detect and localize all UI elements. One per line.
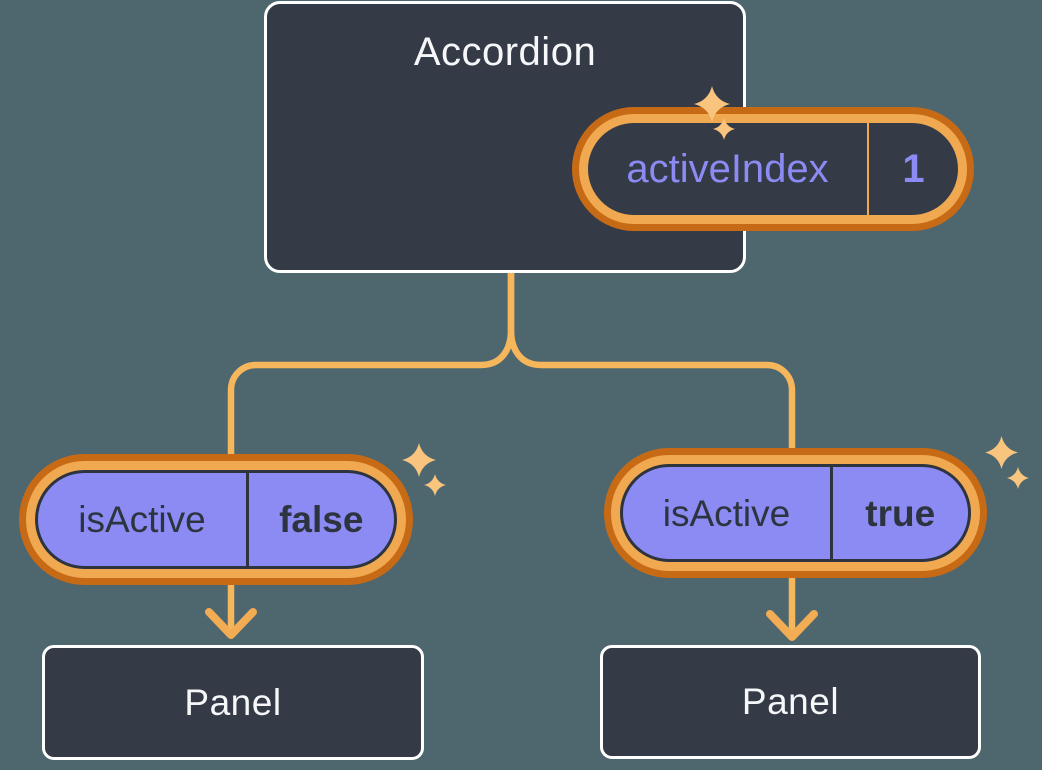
sparkle-icon [713, 118, 735, 140]
state-pill-body: activeIndex 1 [588, 123, 958, 215]
sparkle-icon [1007, 467, 1029, 489]
state-pill: activeIndex 1 [572, 107, 974, 231]
panel-label: Panel [741, 681, 840, 722]
state-value: 1 [902, 147, 925, 191]
panel-label: Panel [184, 681, 282, 723]
sparkle-icon [402, 443, 436, 477]
sparkle-icon [694, 86, 730, 122]
state-name: activeIndex [626, 147, 829, 191]
connector-branch-right [507, 268, 796, 635]
prop-value: true [865, 492, 936, 534]
accordion-title: Accordion [413, 30, 597, 74]
prop-pill-left-body: isActive false [35, 470, 397, 569]
state-pill-divider [867, 123, 869, 215]
prop-name: isActive [78, 499, 206, 540]
prop-name: isActive [662, 492, 791, 534]
panel-box-left: Panel [42, 645, 424, 760]
sparkle-icon [985, 436, 1018, 469]
prop-pill-right-body: isActive true [620, 464, 971, 562]
arrow-down-icon [205, 608, 257, 639]
panel-box-right: Panel [600, 645, 981, 759]
prop-pill-divider [246, 473, 249, 566]
accordion-component-box: Accordion activeIndex 1 [264, 1, 974, 273]
prop-value: false [279, 499, 364, 540]
prop-pill-right: isActive true [604, 448, 987, 578]
prop-pill-divider [830, 467, 833, 559]
prop-pill-left: isActive false [19, 454, 413, 585]
arrow-down-icon [766, 610, 818, 641]
sparkle-icon [424, 474, 446, 496]
